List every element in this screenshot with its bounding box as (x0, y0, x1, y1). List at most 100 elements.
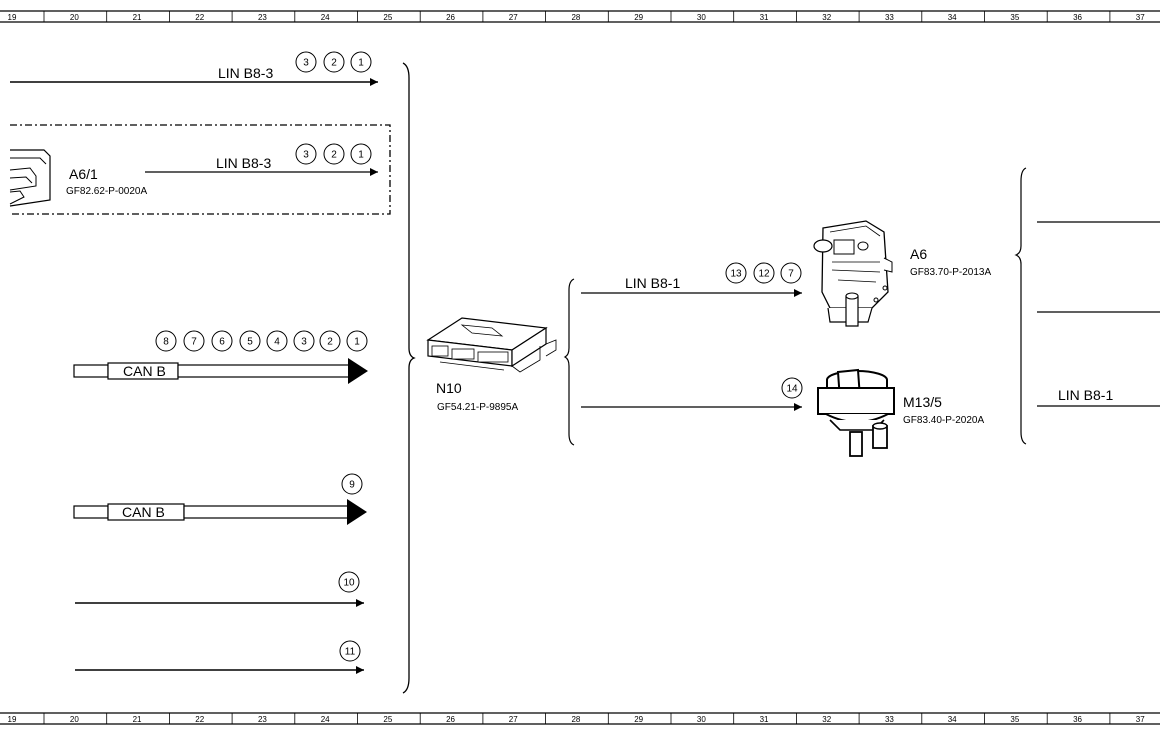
marker-number: 3 (301, 337, 307, 348)
marker-circle: 1 (350, 143, 372, 165)
marker-number: 3 (303, 58, 309, 69)
marker-number: 8 (163, 337, 169, 348)
ruler-number: 32 (822, 715, 831, 724)
marker-circle: 3 (295, 51, 317, 73)
ruler-number: 35 (1010, 715, 1019, 724)
component-code: GF54.21-P-9895A (437, 402, 518, 413)
can-b-label: CAN B (122, 504, 165, 520)
ruler-number: 19 (8, 13, 17, 22)
marker-circle: 10 (338, 571, 360, 593)
marker-circle: 1 (350, 51, 372, 73)
right-connections: LIN B8-1 (1037, 221, 1160, 407)
marker-circle: 3 (293, 330, 315, 352)
right-brace (1014, 167, 1027, 445)
ruler-number: 24 (321, 715, 330, 724)
ruler-number: 24 (321, 13, 330, 22)
ruler-number: 27 (509, 715, 518, 724)
ruler-number: 30 (697, 715, 706, 724)
component-code: GF82.62-P-0020A (66, 186, 147, 197)
ruler-number: 20 (70, 13, 79, 22)
ruler-number: 29 (634, 13, 643, 22)
ruler-number: 32 (822, 13, 831, 22)
connection-label: LIN B8-3 (216, 155, 271, 171)
m13-5-pump-icon (817, 368, 895, 457)
component-a6: A6 GF83.70-P-2013A (813, 220, 991, 327)
component-code: GF83.70-P-2013A (910, 267, 991, 278)
left-brace (402, 62, 416, 694)
connection-to-a6: LIN B8-1 13 12 7 (581, 262, 802, 297)
marker-number: 4 (274, 337, 280, 348)
connection-label: LIN B8-1 (625, 275, 680, 291)
marker-circle: 13 (725, 262, 747, 284)
marker-number: 2 (331, 58, 337, 69)
marker-circle: 2 (323, 143, 345, 165)
ruler-number: 25 (383, 715, 392, 724)
marker-circle: 14 (781, 377, 803, 399)
ruler-number: 21 (133, 13, 142, 22)
ruler-number: 22 (195, 13, 204, 22)
marker-circle: 2 (323, 51, 345, 73)
ruler-number: 37 (1136, 13, 1145, 22)
connection-label: LIN B8-1 (1058, 387, 1113, 403)
ruler-number: 19 (8, 715, 17, 724)
ruler-number: 34 (948, 13, 957, 22)
marker-number: 13 (730, 269, 742, 280)
ruler-number: 29 (634, 715, 643, 724)
marker-number: 7 (788, 269, 794, 280)
ruler-number: 36 (1073, 13, 1082, 22)
n10-control-unit-icon (426, 317, 557, 373)
a6-1-module-icon (9, 149, 51, 207)
marker-circle: 3 (295, 143, 317, 165)
connection-to-m13-5: 14 (581, 377, 803, 411)
marker-number: 6 (219, 337, 225, 348)
component-m13-5: M13/5 GF83.40-P-2020A (817, 368, 984, 457)
marker-circle: 7 (183, 330, 205, 352)
ruler-number: 34 (948, 715, 957, 724)
marker-number: 2 (327, 337, 333, 348)
connection-11: 11 (75, 640, 364, 674)
marker-number: 2 (331, 150, 337, 161)
can-b-label: CAN B (123, 363, 166, 379)
marker-number: 7 (191, 337, 197, 348)
ruler-number: 31 (760, 13, 769, 22)
marker-circle: 1 (346, 330, 368, 352)
ruler-number: 26 (446, 715, 455, 724)
ruler-number: 27 (509, 13, 518, 22)
ruler-number: 36 (1073, 715, 1082, 724)
marker-number: 14 (786, 384, 798, 395)
ruler-number: 30 (697, 13, 706, 22)
marker-circle: 9 (341, 473, 363, 495)
ruler-number: 35 (1010, 13, 1019, 22)
component-name: A6/1 (69, 166, 98, 182)
marker-number: 3 (303, 150, 309, 161)
marker-circle: 12 (753, 262, 775, 284)
marker-circle: 11 (339, 640, 361, 662)
ruler-number: 28 (571, 13, 580, 22)
ruler-number: 26 (446, 13, 455, 22)
marker-circle: 2 (319, 330, 341, 352)
component-name: A6 (910, 246, 927, 262)
component-code: GF83.40-P-2020A (903, 415, 984, 426)
ruler-number: 21 (133, 715, 142, 724)
component-a6-1: A6/1 GF82.62-P-0020A LIN B8-3 3 2 1 (9, 124, 391, 215)
connection-can-b-2: CAN B 9 (73, 473, 367, 525)
marker-number: 10 (343, 578, 355, 589)
marker-number: 1 (358, 58, 364, 69)
ruler-number: 22 (195, 715, 204, 724)
ruler-number: 20 (70, 715, 79, 724)
marker-circle: 4 (266, 330, 288, 352)
marker-circle: 7 (780, 262, 802, 284)
middle-brace (563, 278, 575, 446)
marker-circle: 8 (155, 330, 177, 352)
marker-number: 12 (758, 269, 770, 280)
ruler-number: 25 (383, 13, 392, 22)
a6-heater-unit-icon (813, 220, 893, 327)
ruler-number: 28 (571, 715, 580, 724)
marker-number: 11 (345, 647, 356, 658)
ruler-number: 31 (760, 715, 769, 724)
component-n10: N10 GF54.21-P-9895A (426, 317, 557, 413)
ruler-number: 33 (885, 13, 894, 22)
